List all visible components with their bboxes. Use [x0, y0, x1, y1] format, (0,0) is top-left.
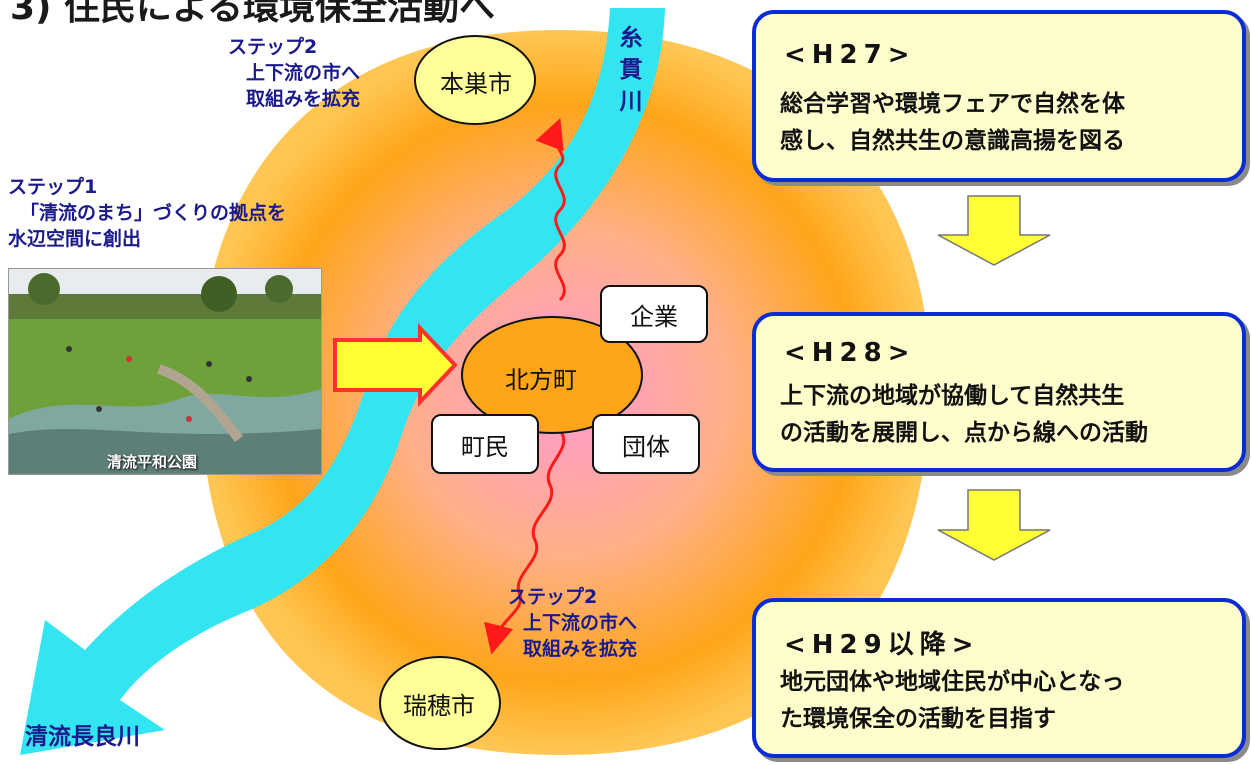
park-photo-image [9, 269, 321, 474]
mizuho-label: 瑞穂市 [403, 692, 475, 720]
motosu-label: 本巣市 [440, 70, 512, 98]
down-arrow-2 [937, 489, 1051, 561]
stage-h29-title: <H29以降> [784, 630, 980, 660]
step2-top-line3: 取組みを拡充 [246, 88, 361, 110]
wavy-arrow-up [535, 117, 566, 302]
page-title: 3) 住民による環境保全活動へ [10, 0, 495, 28]
step1-line3: 水辺空間に創出 [8, 228, 142, 250]
mizuho-ellipse [379, 656, 501, 750]
river-label: 糸貫川 [619, 25, 643, 115]
stage-h27-title: <H27> [784, 40, 916, 70]
park-photo-caption: 清流平和公園 [107, 453, 198, 471]
step2-top-line1: ステップ2 [228, 36, 318, 58]
chomin-box: 町民 [431, 414, 539, 474]
down-arrow-1 [937, 195, 1051, 266]
stage-h28-desc2: の活動を展開し、点から線への活動 [780, 420, 1148, 446]
kigyo-box: 企業 [600, 285, 708, 343]
photo-to-center-arrow [333, 322, 458, 408]
motosu-ellipse [414, 35, 536, 125]
stage-box-h27: <H27> 総合学習や環境フェアで自然を体 感し、自然共生の意識高揚を図る [752, 10, 1246, 182]
step1-line1: ステップ1 [8, 176, 98, 198]
dantai-box: 団体 [592, 414, 700, 474]
stage-h29-desc2: た環境保全の活動を目指す [780, 706, 1056, 732]
step2-bottom-line1: ステップ2 [508, 586, 598, 608]
step1-line2: 「清流のまち」づくりの拠点を [20, 202, 287, 224]
park-photo: 清流平和公園 [8, 268, 322, 475]
kitagata-ellipse [461, 316, 643, 434]
stage-h27-desc1: 総合学習や環境フェアで自然を体 [780, 91, 1125, 117]
stage-box-h29: <H29以降> 地元団体や地域住民が中心となっ た環境保全の活動を目指す [752, 598, 1246, 758]
stage-box-h28: <H28> 上下流の地域が協働して自然共生 の活動を展開し、点から線への活動 [752, 312, 1246, 472]
river-shape [20, 8, 665, 755]
stage-h27-desc2: 感し、自然共生の意識高揚を図る [780, 128, 1125, 154]
stage-h28-desc1: 上下流の地域が協働して自然共生 [780, 383, 1125, 409]
wavy-arrow-down [484, 429, 566, 655]
stage-h28-title: <H28> [784, 338, 916, 368]
stage-h29-desc1: 地元団体や地域住民が中心となっ [780, 669, 1125, 695]
nagara-river-label: 清流長良川 [25, 724, 140, 750]
step2-bottom-line2: 上下流の市へ [523, 612, 638, 634]
step2-bottom-line3: 取組みを拡充 [523, 638, 638, 660]
kitagata-label: 北方町 [505, 366, 577, 394]
step2-top-line2: 上下流の市へ [246, 62, 361, 84]
